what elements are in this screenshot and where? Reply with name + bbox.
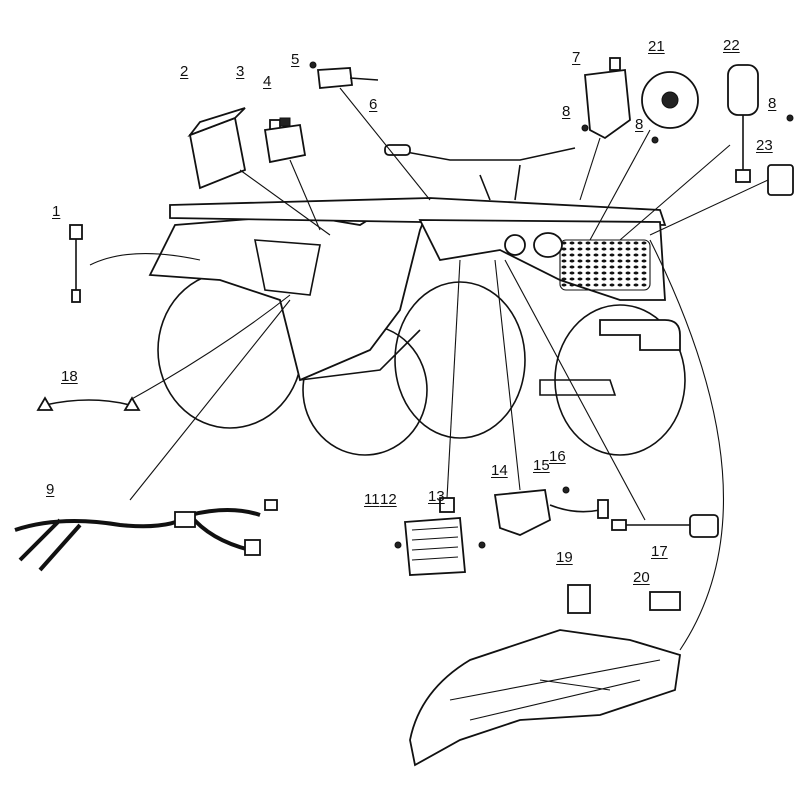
callout-20: 20 [633, 569, 650, 586]
callout-11: 11 [364, 491, 380, 508]
callout-7: 7 [572, 49, 581, 66]
part-14-starter-relay [493, 486, 609, 536]
part-17-switch-harness [611, 514, 719, 538]
part-22-ignition-coil [727, 64, 759, 183]
callout-18: 18 [61, 368, 78, 385]
part-20-connector [649, 591, 681, 611]
part-13-regulator [394, 497, 486, 576]
callout-4: 4 [263, 73, 272, 90]
part-6-bracket-switch [317, 67, 379, 89]
callout-2: 2 [180, 63, 189, 80]
callout-17: 17 [651, 543, 668, 560]
part-9-main-harness [14, 499, 278, 572]
callout-12: 12 [380, 491, 397, 508]
atv-body [148, 144, 681, 396]
callout-8: 8 [768, 95, 777, 112]
part-23-relay [767, 164, 794, 196]
leader-lines [89, 87, 769, 651]
callout-13: 13 [428, 488, 445, 505]
callout-6: 6 [369, 96, 378, 113]
callout-22: 22 [723, 37, 740, 54]
front-wheel [394, 281, 526, 439]
callout-16: 16 [549, 448, 566, 465]
callout-9: 9 [46, 481, 55, 498]
callout-19: 19 [556, 549, 573, 566]
callout-1: 1 [52, 203, 61, 220]
part-8-screws [581, 114, 794, 144]
part-18-harness [36, 396, 141, 411]
part-2-battery [187, 107, 247, 190]
part-4-relay [263, 117, 307, 164]
part-19-fuel-sender [567, 584, 591, 614]
callout-8: 8 [562, 103, 571, 120]
callout-23: 23 [756, 137, 773, 154]
callout-15: 15 [533, 457, 550, 474]
part-1-bulb-socket [69, 224, 83, 303]
callout-14: 14 [491, 462, 508, 479]
callout-8: 8 [635, 116, 644, 133]
callout-3: 3 [236, 63, 245, 80]
part-21-horn [641, 71, 699, 129]
part-7-cdi [584, 57, 631, 140]
callout-5: 5 [291, 51, 300, 68]
front-fender-panel [409, 629, 682, 767]
callout-21: 21 [648, 38, 665, 55]
part-5-screw [309, 61, 317, 69]
